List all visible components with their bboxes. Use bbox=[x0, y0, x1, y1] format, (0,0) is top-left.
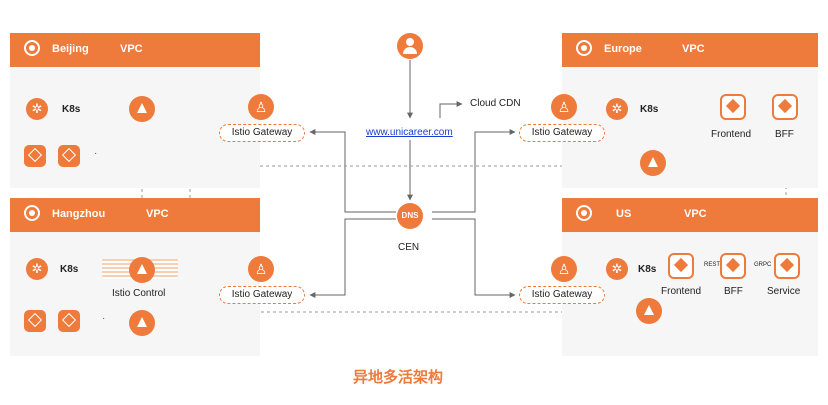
cloud-cdn-label: Cloud CDN bbox=[470, 98, 521, 109]
caption: 异地多活架构 bbox=[353, 369, 444, 386]
region-header: US VPC bbox=[562, 198, 818, 232]
vpc-label: VPC bbox=[682, 43, 705, 55]
location-pin-icon bbox=[24, 40, 40, 56]
envoy-proxy-icon bbox=[640, 150, 666, 176]
istio-gateway-icon: ♙ bbox=[551, 256, 577, 282]
region-header: Europe VPC bbox=[562, 33, 818, 67]
grpc-label: GRPC bbox=[754, 262, 772, 268]
location-pin-icon bbox=[576, 205, 592, 221]
pod-icon bbox=[24, 310, 46, 332]
k8s-label: K8s bbox=[640, 104, 659, 115]
k8s-icon: ✲ bbox=[26, 258, 48, 280]
vpc-label: VPC bbox=[120, 43, 143, 55]
k8s-label: K8s bbox=[638, 264, 657, 275]
k8s-icon: ✲ bbox=[606, 98, 628, 120]
envoy-proxy-icon bbox=[636, 298, 662, 324]
region-name: Europe bbox=[604, 43, 642, 55]
service-label: Service bbox=[767, 286, 801, 297]
dns-icon: DNS bbox=[397, 203, 423, 229]
pod-icon bbox=[58, 145, 80, 167]
region-name: Hangzhou bbox=[52, 208, 106, 220]
cen-label: CEN bbox=[398, 242, 420, 253]
istio-gateway-beijing: Istio Gateway bbox=[219, 124, 305, 142]
site-url-link[interactable]: www.unicareer.com bbox=[366, 127, 453, 138]
bff-service-icon bbox=[720, 253, 746, 279]
k8s-label: K8s bbox=[62, 104, 81, 115]
region-header: Hangzhou VPC bbox=[10, 198, 260, 232]
k8s-icon: ✲ bbox=[606, 258, 628, 280]
istio-gateway-europe: Istio Gateway bbox=[519, 124, 605, 142]
istio-control-icon bbox=[129, 257, 155, 283]
envoy-proxy-icon bbox=[129, 96, 155, 122]
region-beijing: Beijing VPC ✲ K8s · bbox=[10, 33, 260, 188]
istio-gateway-icon: ♙ bbox=[248, 94, 274, 120]
frontend-service-icon bbox=[668, 253, 694, 279]
pod-icon bbox=[58, 310, 80, 332]
frontend-label: Frontend bbox=[711, 129, 752, 140]
region-name: Beijing bbox=[52, 43, 89, 55]
frontend-service-icon bbox=[720, 94, 746, 120]
region-us: US VPC ✲ K8s Frontend BFF Service REST G… bbox=[562, 198, 818, 356]
service-icon bbox=[774, 253, 800, 279]
envoy-proxy-icon bbox=[129, 310, 155, 336]
rest-label: REST bbox=[704, 262, 721, 268]
vpc-label: VPC bbox=[684, 208, 707, 220]
ellipsis-dot: · bbox=[102, 313, 106, 324]
region-name: US bbox=[616, 208, 632, 220]
ellipsis-dot: · bbox=[94, 148, 98, 159]
user-icon bbox=[397, 33, 423, 59]
istio-gateway-icon: ♙ bbox=[248, 256, 274, 282]
frontend-label: Frontend bbox=[661, 286, 702, 297]
pod-icon bbox=[24, 145, 46, 167]
istio-control-label: Istio Control bbox=[112, 288, 166, 299]
bff-label: BFF bbox=[775, 129, 794, 140]
region-europe: Europe VPC ✲ K8s Frontend BFF bbox=[562, 33, 818, 188]
vpc-label: VPC bbox=[146, 208, 169, 220]
k8s-icon: ✲ bbox=[26, 98, 48, 120]
istio-gateway-icon: ♙ bbox=[551, 94, 577, 120]
bff-service-icon bbox=[772, 94, 798, 120]
bff-label: BFF bbox=[724, 286, 743, 297]
istio-gateway-hangzhou: Istio Gateway bbox=[219, 286, 305, 304]
region-header: Beijing VPC bbox=[10, 33, 260, 67]
istio-gateway-us: Istio Gateway bbox=[519, 286, 605, 304]
location-pin-icon bbox=[24, 205, 40, 221]
k8s-label: K8s bbox=[60, 264, 79, 275]
location-pin-icon bbox=[576, 40, 592, 56]
